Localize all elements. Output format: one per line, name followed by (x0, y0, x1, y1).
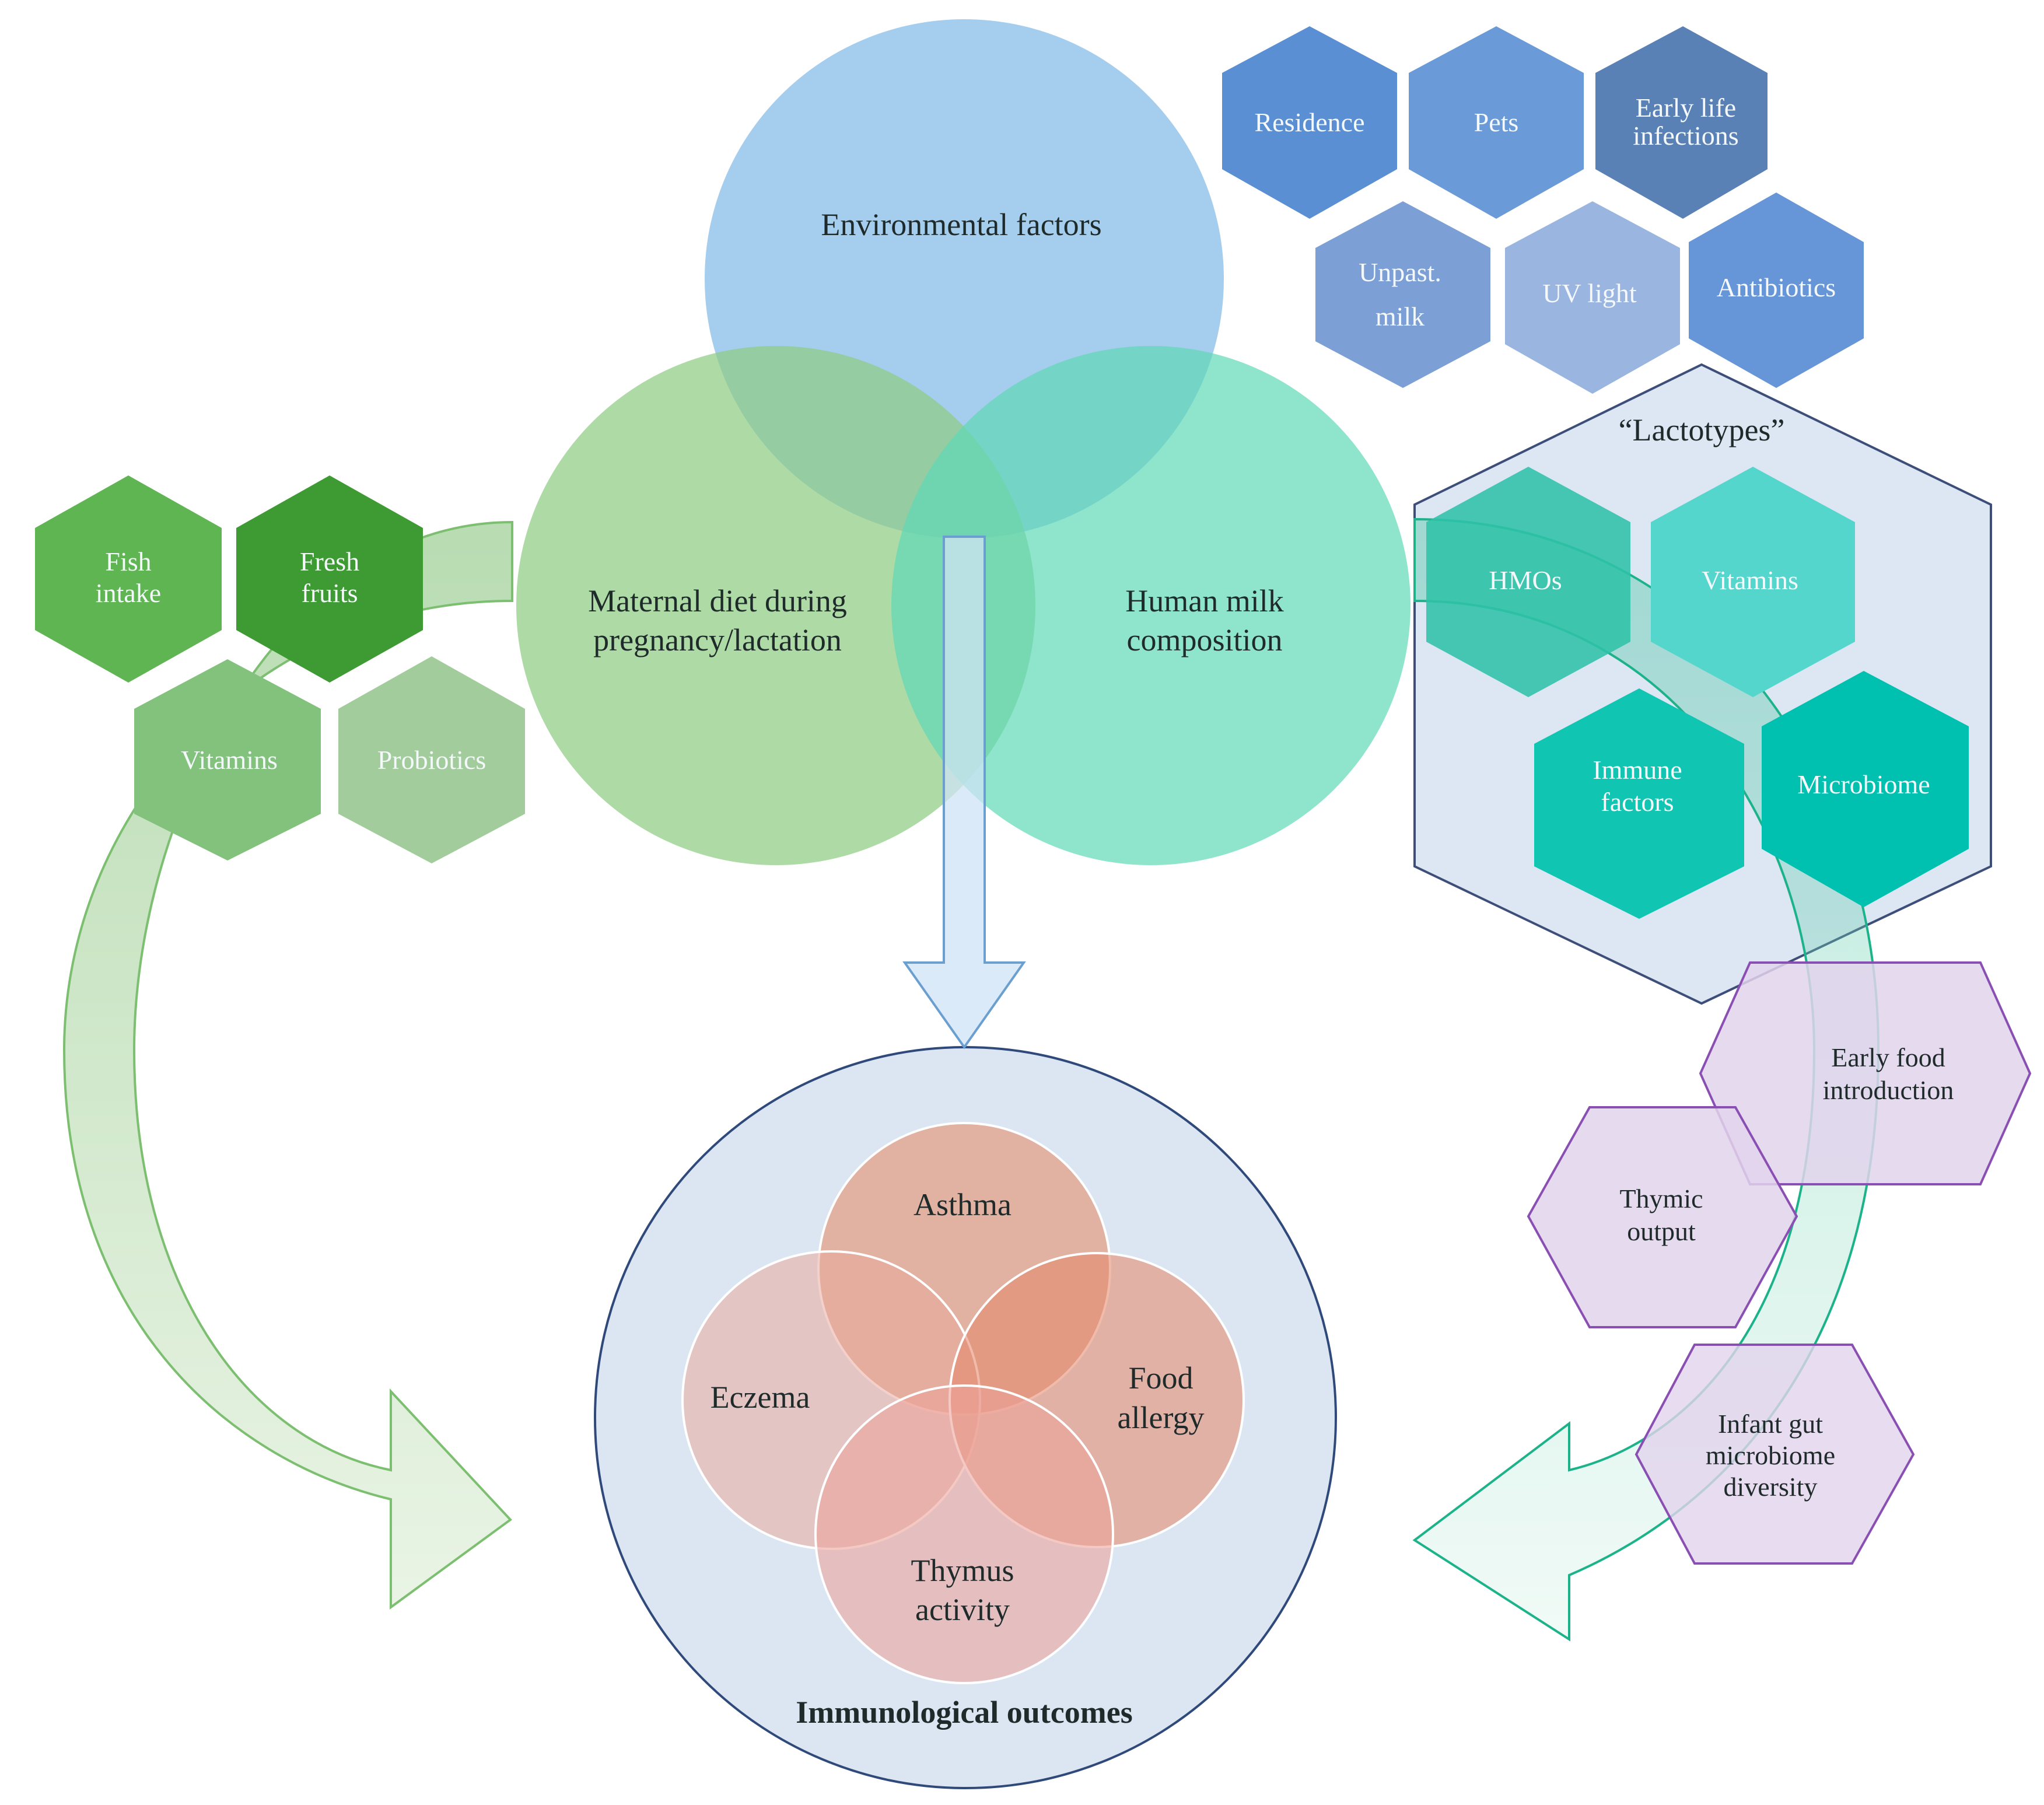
label-uv-light: UV light (1542, 278, 1637, 308)
label-thymus-line1: Thymus (911, 1553, 1014, 1588)
venn-circle-milk (891, 346, 1410, 865)
label-maternal-diet-line2: pregnancy/lactation (593, 622, 842, 657)
label-early-infections-line1: Early life (1636, 93, 1736, 123)
hex-fruits (236, 475, 423, 683)
label-thymus-line2: activity (915, 1592, 1010, 1627)
label-early-food-line1: Early food (1831, 1043, 1945, 1072)
label-unpast-milk-line1: Unpast. (1359, 257, 1441, 287)
label-residence: Residence (1254, 107, 1364, 137)
outcome-circle-thymus (814, 1384, 1114, 1684)
label-fish-line2: intake (96, 578, 161, 608)
label-vitamins-diet: Vitamins (181, 745, 278, 775)
center-down-arrow (902, 536, 1026, 1050)
hex-early-infections (1595, 26, 1768, 219)
hex-infant-gut (1634, 1344, 1915, 1565)
hex-vitamins-diet (134, 659, 321, 860)
label-asthma: Asthma (914, 1187, 1012, 1222)
outcome-venn (681, 1122, 1245, 1684)
lactotype-factors (1426, 467, 1969, 919)
venn-circle-maternal-diet (516, 346, 1035, 865)
hex-immune-factors (1534, 688, 1744, 919)
label-immune-line1: Immune (1592, 755, 1682, 785)
hex-hmos (1426, 467, 1630, 697)
environment-factors (1222, 26, 1864, 394)
label-immune-line2: factors (1601, 787, 1674, 817)
label-probiotics: Probiotics (377, 745, 487, 775)
diet-factors (35, 475, 525, 863)
label-lactotypes-title: “Lactotypes” (1619, 412, 1785, 447)
label-environmental-factors: Environmental factors (821, 207, 1101, 242)
hex-unpast-milk (1315, 201, 1490, 388)
infant-factors (1527, 961, 2032, 1565)
label-food-allergy-line1: Food (1128, 1360, 1193, 1395)
label-vitamins-milk: Vitamins (1702, 565, 1798, 595)
hex-thymic-output (1527, 1106, 1798, 1328)
hex-fish (35, 475, 222, 683)
label-thymic-line2: output (1627, 1216, 1696, 1246)
hex-pets (1409, 26, 1584, 219)
label-microbiome: Microbiome (1797, 769, 1930, 799)
label-fruits-line1: Fresh (300, 547, 359, 576)
hex-vitamins-milk (1651, 467, 1855, 697)
hex-antibiotics (1689, 193, 1864, 388)
hex-uv-light (1505, 201, 1680, 394)
label-early-infections-line2: infections (1633, 121, 1738, 151)
label-immunological-outcomes: Immunological outcomes (796, 1695, 1132, 1730)
label-thymic-line1: Thymic (1619, 1184, 1703, 1213)
label-food-allergy-line2: allergy (1118, 1400, 1205, 1435)
venn-top (516, 19, 1410, 865)
label-hmos: HMOs (1489, 565, 1562, 595)
label-eczema: Eczema (710, 1380, 810, 1415)
label-maternal-diet-line1: Maternal diet during (588, 583, 847, 618)
hex-microbiome (1762, 671, 1969, 907)
label-infant-gut-line3: diversity (1724, 1472, 1818, 1502)
label-infant-gut-line2: microbiome (1706, 1440, 1835, 1470)
label-early-food-line2: introduction (1823, 1075, 1954, 1105)
hex-probiotics (338, 656, 525, 863)
label-milk-line2: composition (1127, 622, 1283, 657)
label-fruits-line2: fruits (301, 578, 358, 608)
label-unpast-milk-line2: milk (1376, 302, 1424, 331)
hex-residence (1222, 26, 1397, 219)
label-antibiotics: Antibiotics (1717, 272, 1836, 302)
label-milk-line1: Human milk (1125, 583, 1283, 618)
label-infant-gut-line1: Infant gut (1718, 1409, 1823, 1439)
label-pets: Pets (1474, 107, 1519, 137)
hex-early-food (1699, 961, 2032, 1185)
label-fish-line1: Fish (105, 547, 151, 576)
